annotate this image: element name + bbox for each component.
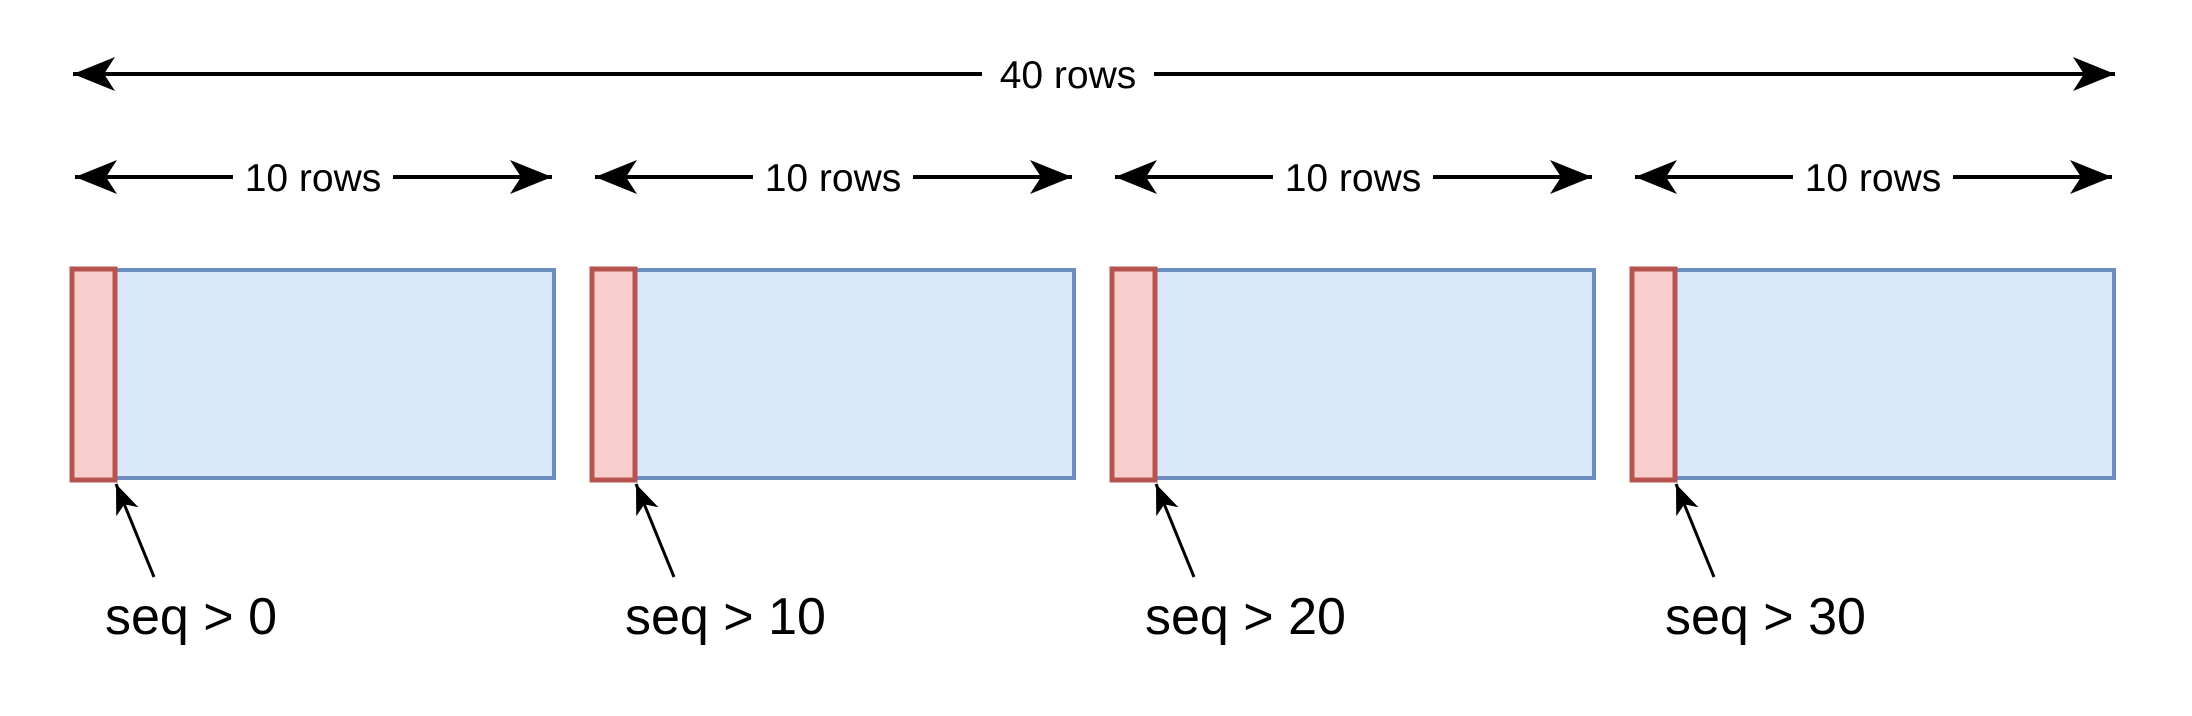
total-dimension: 40 rows [73,46,2115,102]
segment-dimension-label: 10 rows [1285,157,1422,200]
segment-dimension-label-bg [753,150,913,204]
seq-pointer-arrow [1154,483,1196,578]
segment-dimension-label-bg [1793,150,1953,204]
segment-dimension-label: 10 rows [1805,157,1942,200]
partition-block [1110,268,1596,480]
total-dimension-label-bg [982,46,1154,102]
segment-dimension-label-bg [233,150,393,204]
seq-pointer-arrow [634,483,676,578]
block-group-4: 10 rows seq > 30 [1629,150,2116,646]
first-rows-strip [1109,266,1158,483]
seq-condition-label: seq > 0 [105,588,277,646]
total-dimension-label: 40 rows [1000,54,1137,97]
segment-dimension-label-bg [1273,150,1433,204]
seq-pointer-arrow [1674,483,1716,578]
seq-condition-label: seq > 20 [1145,588,1346,646]
first-rows-strip [589,266,638,483]
segment-dimension-label: 10 rows [765,157,902,200]
block-group-2: 10 rows seq > 10 [589,150,1076,646]
block-group-1: 10 rows seq > 0 [69,150,556,646]
first-rows-strip [1629,266,1678,483]
seq-condition-label: seq > 10 [625,588,826,646]
first-rows-strip [69,266,118,483]
seq-pointer-arrow [114,483,156,578]
seq-condition-label: seq > 30 [1665,588,1866,646]
block-group-3: 10 rows seq > 20 [1109,150,1596,646]
partition-block [1630,268,2116,480]
segment-dimension-label: 10 rows [245,157,382,200]
partition-block [70,268,556,480]
partition-block [590,268,1076,480]
